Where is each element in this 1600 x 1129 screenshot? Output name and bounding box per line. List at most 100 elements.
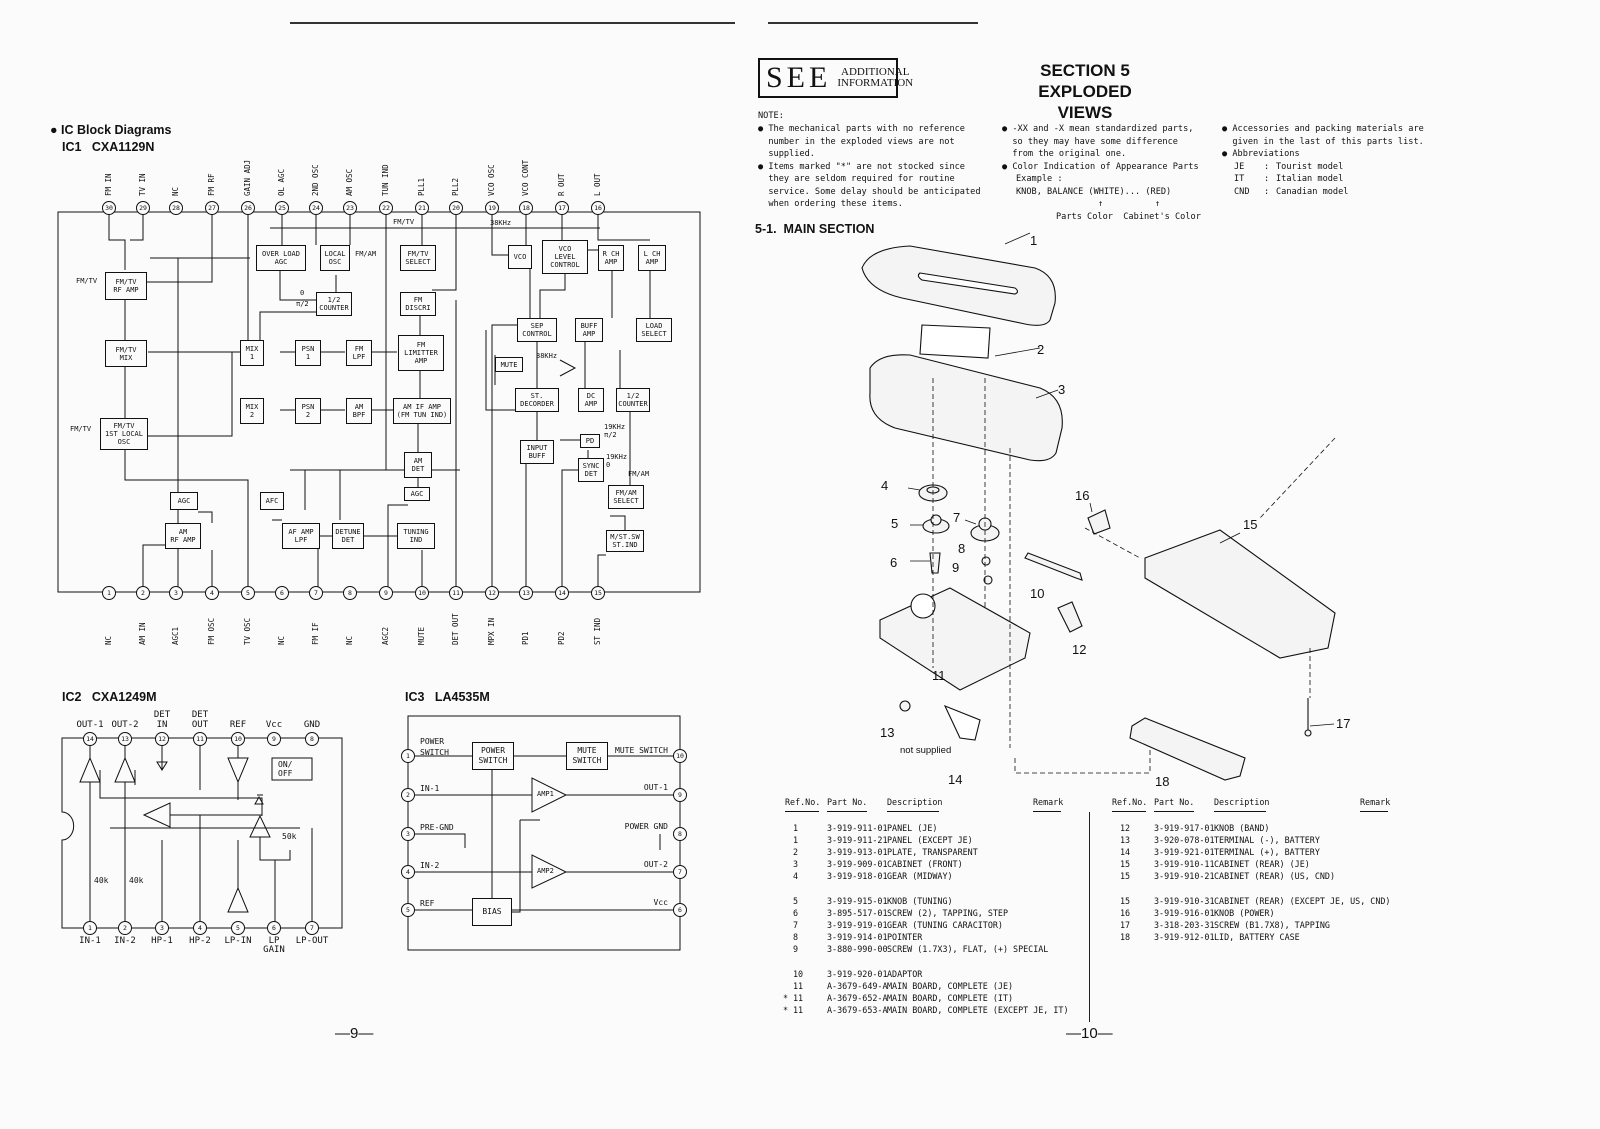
ic2-pin: 2: [118, 921, 132, 935]
bullet-icon: ●: [758, 161, 769, 172]
part-ref: 3: [793, 859, 799, 869]
ic1-pin-label: TUN IND: [381, 164, 390, 196]
ic1-pin: 13: [519, 586, 533, 600]
block-fmtv-mix: FM/TV MIX: [105, 340, 147, 367]
ic3-pin: 8: [673, 827, 687, 841]
ic3-pin: 1: [401, 749, 415, 763]
block-buff-amp: BUFF AMP: [575, 318, 603, 342]
part-description: TERMINAL (+), BATTERY: [1214, 847, 1320, 857]
part-number: 3-920-078-01: [1154, 835, 1215, 845]
ic1-pin: 22: [379, 201, 393, 215]
see-small: ADDITIONAL INFORMATION: [837, 66, 914, 89]
part-number: 3-919-913-01: [827, 847, 888, 857]
ic1-pin-label: DET OUT: [451, 613, 460, 645]
ic3-mute-switch: MUTE SWITCH: [566, 742, 608, 770]
ic1-pin-label: AM OSC: [345, 168, 354, 196]
ic2-pin-label: LP-OUT: [295, 936, 329, 946]
block-am-rf-amp: AM RF AMP: [165, 523, 201, 549]
ic1-pin-label: GAIN ADJ: [243, 159, 252, 196]
ann-fmtv-top: FM/TV: [393, 218, 415, 226]
ic1-wiring: [57, 211, 701, 593]
ic1-pin-label: MPX IN: [487, 617, 496, 645]
abbreviation-desc: Italian model: [1276, 174, 1344, 184]
ic1-pin-label: PLL2: [451, 177, 460, 196]
subsection-title: 5-1. MAIN SECTION: [755, 222, 875, 236]
header-underline: [1360, 811, 1388, 812]
ic2-pin-label: IN-1: [79, 936, 101, 946]
callout-number: 12: [1072, 642, 1087, 657]
part-description: TERMINAL (-), BATTERY: [1214, 835, 1320, 845]
ic1-pin: 25: [275, 201, 289, 215]
ic2-pin-label: OUT-2: [111, 720, 139, 730]
block-counter-half2: 1/2 COUNTER: [616, 388, 650, 412]
callout-number: 11: [932, 668, 946, 683]
ic2-pin: 1: [83, 921, 97, 935]
note-6: ● Abbreviations: [1222, 149, 1300, 159]
part-ref: 1: [793, 823, 799, 833]
ic1-pin: 10: [415, 586, 429, 600]
bullet-icon: ●: [1002, 124, 1013, 134]
ic1-pin-label: FM IN: [104, 173, 113, 196]
ic2-pin-label: DET OUT: [191, 710, 209, 730]
not-supplied-label: not supplied: [900, 745, 952, 756]
ic3-label: IC3 LA4535M: [405, 690, 490, 704]
block-vco: VCO: [508, 245, 532, 269]
ic3-amp1: AMP1: [537, 790, 554, 798]
ann-19k: 19KHz π/2: [604, 423, 626, 439]
bullet-icon: ●: [1002, 161, 1013, 172]
part-knob-power: [1087, 509, 1111, 535]
ic1-pin-label: TV OSC: [243, 617, 252, 645]
ic1-pin: 28: [169, 201, 183, 215]
ic2-pin-label: HP-1: [151, 936, 173, 946]
ic2-pin: 4: [193, 921, 207, 935]
ic1-pin: 24: [309, 201, 323, 215]
part-description: PLATE, TRANSPARENT: [887, 847, 978, 857]
header-remark: Remark: [1033, 797, 1064, 807]
part-number: 3-919-915-01: [827, 896, 888, 906]
ic2-pin-label: IN-2: [114, 936, 136, 946]
ann-fmtv-in1: FM/TV: [76, 277, 98, 285]
ic3-pin-label: IN-2: [420, 861, 440, 870]
callout-number: 6: [890, 555, 898, 570]
part-number: 3-919-921-01: [1154, 847, 1215, 857]
callout-number: 10: [1030, 586, 1045, 601]
ic3-pin-label: MUTE SWITCH: [615, 746, 668, 755]
ic2-pin: 11: [193, 732, 207, 746]
header-underline: [1214, 811, 1266, 812]
block-agc-small: AGC: [404, 487, 430, 501]
part-mark: *: [783, 1005, 789, 1015]
abbreviation-code: CND: [1234, 186, 1250, 197]
header-desc: Description: [1214, 797, 1270, 807]
ic1-pin: 16: [591, 201, 605, 215]
header-part: Part No.: [1154, 797, 1195, 807]
page-number-left: —9—: [335, 1025, 374, 1042]
ic-heading: ● IC Block Diagrams: [50, 123, 172, 137]
ic2-pin-label: Vcc: [265, 720, 283, 730]
ic1-pin: 3: [169, 586, 183, 600]
abbreviation-item: JE:Tourist model: [1234, 161, 1432, 174]
abbreviation-sep: :: [1264, 161, 1270, 172]
part-number: 3-919-918-01: [827, 871, 888, 881]
part-ref: 5: [793, 896, 799, 906]
notes-col2: ● -XX and -X mean standardized parts, so…: [1002, 123, 1202, 223]
ic1-pin: 27: [205, 201, 219, 215]
block-am-if-amp: AM IF AMP (FM TUN IND): [393, 398, 451, 424]
part-description: SCREW (B1.7X8), TAPPING: [1214, 920, 1330, 930]
notes-col1: ● The mechanical parts with no reference…: [758, 123, 988, 211]
part-ref: 6: [793, 908, 799, 918]
part-number: 3-895-517-01: [827, 908, 888, 918]
block-counter-half: 1/2 COUNTER: [316, 292, 352, 316]
part-terminal-plus: [943, 704, 981, 741]
ic1-pin: 21: [415, 201, 429, 215]
ic1-pin: 4: [205, 586, 219, 600]
notes-col3: ● Accessories and packing materials are …: [1222, 123, 1432, 198]
part-description: MAIN BOARD, COMPLETE (IT): [887, 993, 1014, 1003]
callout-number: 4: [881, 478, 889, 493]
ann-fmtv-in2: FM/TV: [70, 425, 92, 433]
header-underline: [1033, 811, 1061, 812]
part-description: GEAR (TUNING CARACITOR): [887, 920, 1003, 930]
ic1-pin: 2: [136, 586, 150, 600]
block-vco-level: VCO LEVEL CONTROL: [542, 240, 588, 274]
ic2-pin-label: HP-2: [189, 936, 211, 946]
ic1-pin-label: 2ND OSC: [311, 164, 320, 196]
